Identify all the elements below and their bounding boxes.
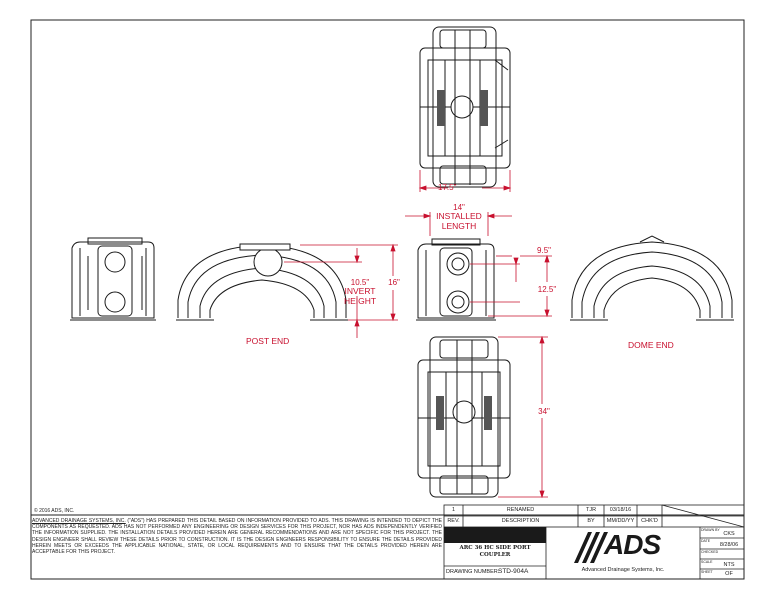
drawing-title-line2: COUPLER	[479, 552, 511, 558]
title-bar	[444, 527, 546, 543]
dim-installed-line2: LENGTH	[441, 221, 477, 231]
invert-dim-lines	[284, 243, 398, 338]
rev-header-chkd: CHK'D	[641, 518, 658, 524]
drawing-number-label: DRAWING NUMBER:	[446, 569, 500, 575]
ads-logo-subtitle: Advanced Drainage Systems, Inc.	[581, 567, 665, 573]
title-block-lines	[443, 504, 745, 579]
dim-34-lines	[498, 335, 548, 499]
rev-header-by: BY	[587, 518, 595, 524]
dim-invert-line1: INVERT	[344, 286, 376, 296]
drawn-by-label: DRAWN BY	[701, 528, 720, 532]
dim-14-lines	[405, 212, 512, 236]
rev-row-by: TJR	[585, 507, 597, 513]
drawing-title-line1: ARC 36 HC SIDE PORT	[459, 545, 531, 551]
rev-row-description: RENAMED	[506, 507, 535, 513]
disclaimer-text: ("ADS") HAS PREPARED THIS DETAIL BASED O…	[32, 518, 442, 556]
checked-label: CHECKED	[701, 550, 719, 554]
post-end-label: POST END	[246, 336, 290, 346]
date-label: DATE	[701, 539, 711, 543]
scale-value: NTS	[723, 562, 735, 568]
dim-installed-line1: INSTALLED	[436, 211, 482, 221]
ads-logo-mark	[574, 532, 608, 563]
post-end-arch	[176, 243, 348, 321]
port-dim-lines	[470, 254, 552, 318]
rev-row-date: 03/18/16	[609, 507, 632, 513]
rev-header-description: DESCRIPTION	[501, 518, 540, 524]
sheet-label: SHEET	[701, 570, 713, 574]
scale-label: SCALE	[701, 560, 713, 564]
dome-end-arch	[570, 235, 734, 321]
left-end-view	[70, 237, 156, 321]
dim-length-bottom: 34"	[538, 407, 550, 416]
disclaimer-company: ADVANCED DRAINAGE SYSTEMS, INC.	[32, 518, 126, 524]
dim-installed-value: 14"	[453, 203, 465, 212]
ads-logo: ADS	[604, 528, 661, 562]
ads-logo-text: ADS	[604, 529, 661, 560]
bottom-view	[417, 336, 511, 498]
drawn-by: CKS	[723, 531, 735, 537]
rev-row-rev: 1	[451, 507, 456, 513]
center-end-view	[416, 238, 496, 321]
rev-header-date: MM/DD/YY	[606, 518, 635, 524]
dim-invert-value: 10.5"	[350, 278, 370, 287]
dim-port-top: 9.5"	[537, 246, 551, 255]
rev-header-rev: REV.	[447, 518, 460, 524]
dim-invert-line2: HEIGHT	[343, 296, 377, 306]
drawing-number: STD-904A	[498, 568, 529, 575]
dim-port-side: 12.5"	[537, 285, 557, 294]
dome-end-label: DOME END	[628, 340, 674, 350]
dim-height: 16"	[388, 278, 400, 287]
dim-width-top: 17.5"	[438, 183, 457, 192]
dim-17-5-lines	[418, 170, 512, 192]
top-view	[419, 26, 511, 188]
sheet-value: OF	[725, 571, 733, 577]
date-value: 8/28/06	[719, 542, 739, 548]
disclaimer: ADVANCED DRAINAGE SYSTEMS, INC. ("ADS") …	[32, 518, 442, 555]
copyright: © 2016 ADS, INC.	[34, 508, 75, 514]
